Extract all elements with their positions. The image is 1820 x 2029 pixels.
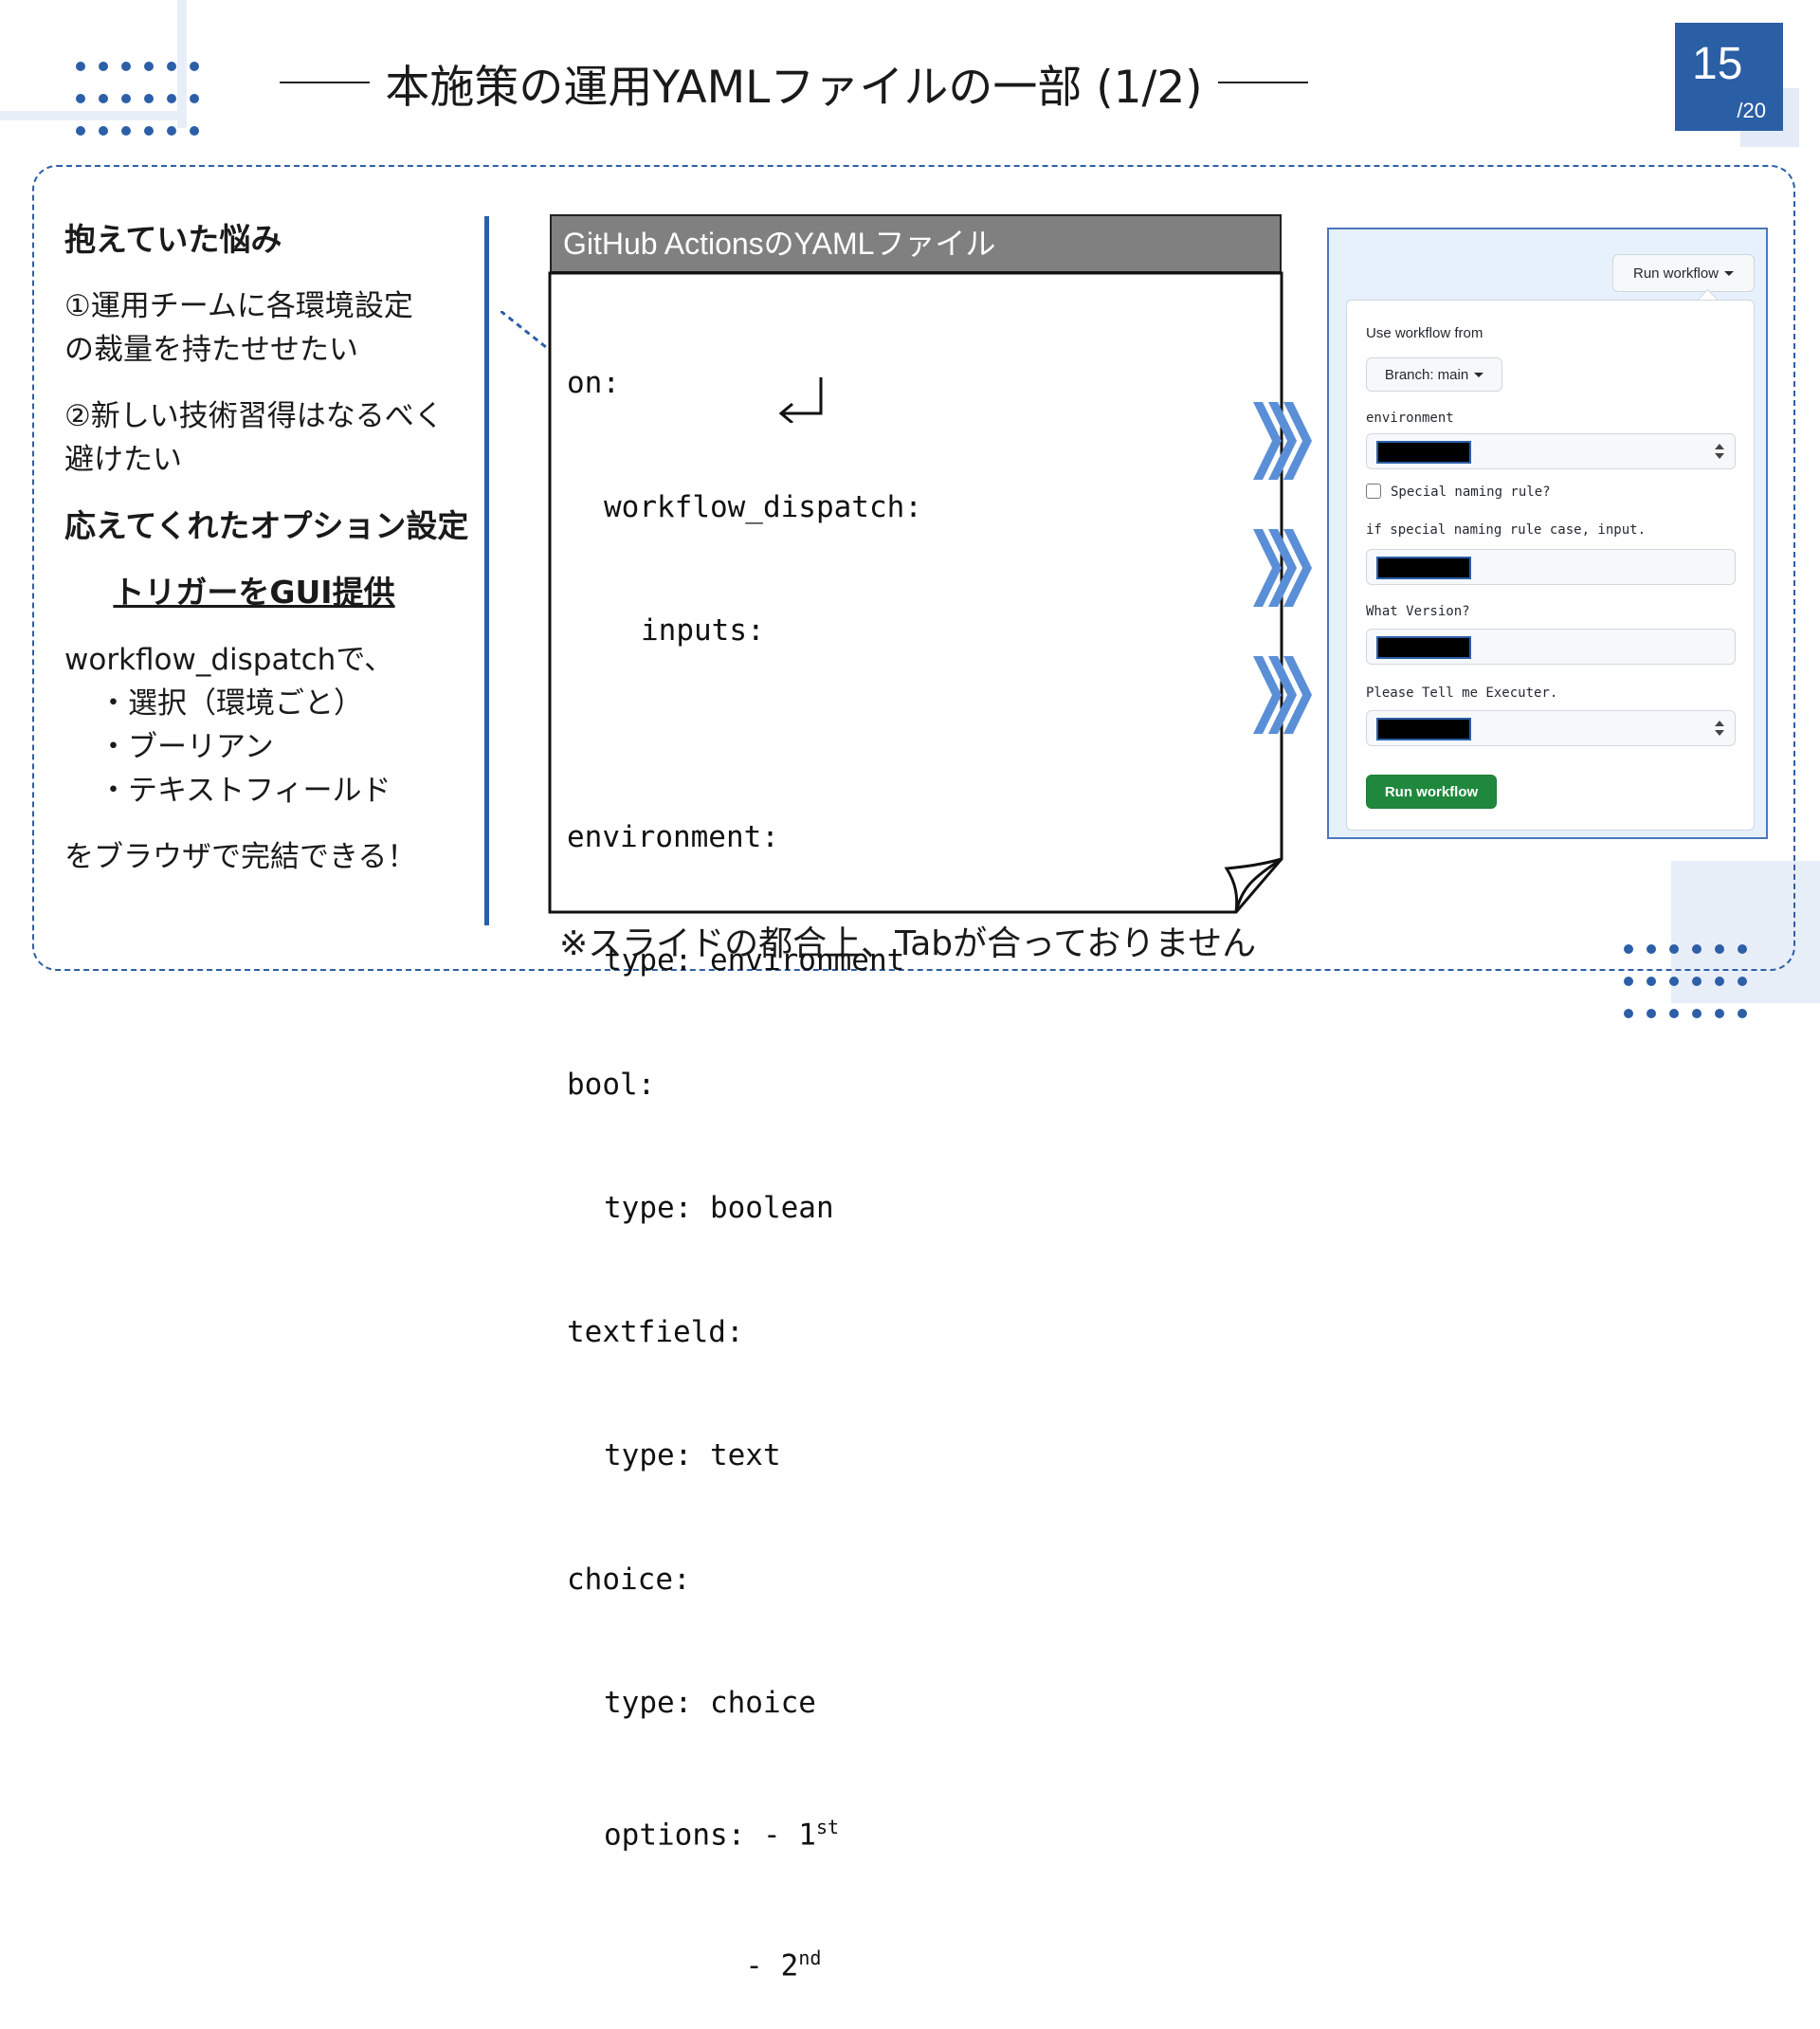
chevron-right-icon (1253, 402, 1312, 480)
branch-select-button[interactable]: Branch: main (1366, 357, 1502, 392)
left-text-column: 抱えていた悩み ①運用チームに各環境設定 の裁量を持たせせたい ②新しい技術習得… (64, 218, 482, 879)
enter-arrow-icon (778, 377, 823, 423)
yaml-line: type: boolean (604, 1191, 834, 1225)
caret-down-icon (1724, 270, 1735, 276)
page-number: 15 (1692, 39, 1743, 89)
dispatch-intro: workflow_dispatchで、 (64, 643, 394, 677)
yaml-options-line: options: - 1st (604, 1815, 840, 1852)
yaml-line: inputs: (641, 613, 765, 648)
environment-select[interactable] (1366, 433, 1736, 469)
special-input-label: if special naming rule case, input. (1366, 522, 1647, 538)
bullet-boolean: ・ブーリアン (99, 730, 274, 764)
trigger-heading: トリガーをGUI提供 (113, 574, 395, 611)
dashed-connector (500, 311, 566, 364)
executer-label: Please Tell me Executer. (1366, 685, 1558, 701)
worry-2-line-2: 避けたい (64, 443, 182, 477)
environment-label: environment (1366, 411, 1454, 426)
redacted-value (1376, 636, 1471, 659)
yaml-line: textfield: (567, 1314, 744, 1349)
run-workflow-dropdown-button[interactable]: Run workflow (1612, 254, 1755, 292)
yaml-line: choice: (567, 1562, 691, 1597)
use-workflow-from-label: Use workflow from (1366, 325, 1483, 341)
github-run-workflow-screenshot: Run workflow Use workflow from Branch: m… (1327, 228, 1768, 839)
content-frame (32, 165, 1795, 971)
yaml-code: on: workflow_dispatch: inputs: environme… (567, 281, 922, 2029)
page-badge: 15 /20 (1675, 23, 1783, 131)
yaml-options-line: - 2nd (604, 1947, 822, 1983)
special-naming-input[interactable] (1366, 549, 1736, 585)
yaml-line: type: choice (604, 1686, 816, 1720)
yaml-line: type: environment (604, 943, 905, 978)
version-input[interactable] (1366, 629, 1736, 665)
yaml-line: environment: (567, 819, 779, 854)
column-separator (484, 216, 489, 925)
yaml-panel-header: GitHub ActionsのYAMLファイル (550, 214, 1282, 273)
run-workflow-popover: Use workflow from Branch: main environme… (1346, 300, 1755, 831)
chevron-right-icon (1253, 656, 1312, 734)
bullet-select: ・選択（環境ごと） (99, 686, 363, 721)
corner-decoration-line (177, 0, 187, 128)
worry-2-line-1: ②新しい技術習得はなるべく (64, 399, 444, 433)
bullet-textfield: ・テキストフィールド (99, 774, 391, 808)
yaml-line: on: (567, 366, 620, 400)
slide-title-row: 本施策の運用YAMLファイルの一部 (1/2) (261, 49, 1327, 116)
title-rule-left (280, 82, 371, 83)
yaml-line: bool: (567, 1067, 656, 1102)
tab-note: ※スライドの都合上、Tabが合っておりません (559, 924, 1257, 963)
page-total: /20 (1737, 99, 1766, 122)
select-arrows-icon (1715, 444, 1724, 459)
caret-down-icon (1474, 372, 1484, 377)
yaml-line: type: text (604, 1438, 781, 1472)
worry-1-line-1: ①運用チームに各環境設定 (64, 289, 413, 323)
worry-1-line-2: の裁量を持たせせたい (64, 333, 358, 367)
run-workflow-button[interactable]: Run workflow (1366, 775, 1497, 809)
special-naming-checkbox[interactable] (1366, 484, 1381, 499)
version-label: What Version? (1366, 604, 1470, 619)
dot-grid-decoration (76, 62, 199, 136)
worries-heading: 抱えていた悩み (64, 221, 282, 258)
yaml-line: workflow_dispatch: (604, 489, 922, 524)
executer-select[interactable] (1366, 710, 1736, 746)
slide-title: 本施策の運用YAMLファイルの一部 (1/2) (385, 61, 1203, 114)
yaml-paper (548, 271, 1283, 914)
redacted-value (1376, 718, 1471, 740)
corner-decoration-line (0, 111, 187, 120)
title-rule-right (1217, 82, 1308, 83)
conclusion: をブラウザで完結できる！ (64, 840, 417, 874)
chevron-right-icon (1253, 529, 1312, 607)
special-naming-label: Special naming rule? (1391, 484, 1551, 500)
options-heading: 応えてくれたオプション設定 (64, 507, 469, 544)
redacted-value (1376, 557, 1471, 579)
redacted-value (1376, 441, 1471, 464)
dot-grid-decoration (1624, 944, 1747, 1018)
select-arrows-icon (1715, 721, 1724, 736)
